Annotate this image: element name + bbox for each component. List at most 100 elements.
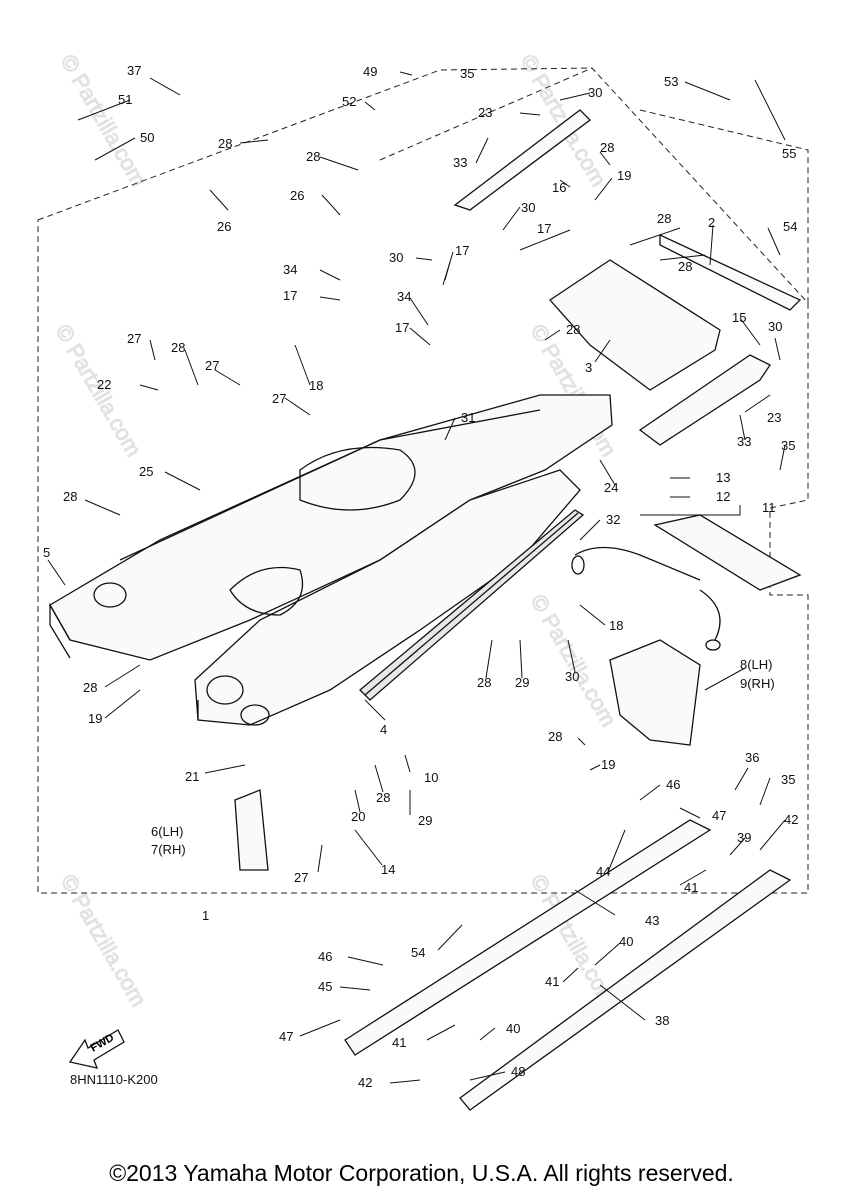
watermark: © Partzilla.com — [516, 50, 612, 191]
callout-33: 33 — [453, 155, 467, 170]
callout-30: 30 — [565, 669, 579, 684]
callout-28: 28 — [678, 259, 692, 274]
watermark: © Partzilla.com — [526, 590, 622, 731]
callout-41: 41 — [392, 1035, 406, 1050]
callout-8-lh: 8(LH) — [740, 657, 773, 672]
callout-48: 48 — [511, 1064, 525, 1079]
callout-28: 28 — [477, 675, 491, 690]
callout-21: 21 — [185, 769, 199, 784]
callout-18: 18 — [309, 378, 323, 393]
callout-28: 28 — [63, 489, 77, 504]
callout-37: 37 — [127, 63, 141, 78]
callout-46: 46 — [666, 777, 680, 792]
callout-10: 10 — [424, 770, 438, 785]
callout-23: 23 — [478, 105, 492, 120]
callout-labels: 37 51 50 49 35 52 30 53 23 55 28 28 33 2… — [43, 63, 798, 1090]
top-plates — [453, 109, 802, 391]
callout-19: 19 — [617, 168, 631, 183]
callout-42: 42 — [358, 1075, 372, 1090]
callout-18: 18 — [609, 618, 623, 633]
diagram-code: 8HN1110-K200 — [70, 1072, 158, 1087]
callout-30: 30 — [588, 85, 602, 100]
rear-bracket — [638, 354, 771, 446]
callout-28: 28 — [171, 340, 185, 355]
callout-16: 16 — [552, 180, 566, 195]
callout-20: 20 — [351, 809, 365, 824]
callout-36: 36 — [745, 750, 759, 765]
callout-55: 55 — [782, 146, 796, 161]
callout-38: 38 — [655, 1013, 669, 1028]
callout-22: 22 — [97, 377, 111, 392]
callout-25: 25 — [139, 464, 153, 479]
callout-26: 26 — [217, 219, 231, 234]
callout-17: 17 — [455, 243, 469, 258]
tube-assembly — [571, 514, 802, 651]
callout-28: 28 — [566, 322, 580, 337]
callout-27: 27 — [272, 391, 286, 406]
callout-28: 28 — [376, 790, 390, 805]
callout-35: 35 — [781, 772, 795, 787]
callout-54: 54 — [411, 945, 425, 960]
callout-9-rh: 9(RH) — [740, 676, 775, 691]
callout-40: 40 — [506, 1021, 520, 1036]
callout-27: 27 — [127, 331, 141, 346]
callout-45: 45 — [318, 979, 332, 994]
callout-40: 40 — [619, 934, 633, 949]
callout-52: 52 — [342, 94, 356, 109]
callout-7-rh: 7(RH) — [151, 842, 186, 857]
callout-30: 30 — [389, 250, 403, 265]
callout-39: 39 — [737, 830, 751, 845]
chassis-frame — [49, 394, 613, 726]
callout-29: 29 — [418, 813, 432, 828]
copyright-notice: ©2013 Yamaha Motor Corporation, U.S.A. A… — [109, 1160, 734, 1186]
callout-26: 26 — [290, 188, 304, 203]
callout-28: 28 — [218, 136, 232, 151]
watermark: © Partzilla.com — [56, 870, 152, 1011]
callout-28: 28 — [657, 211, 671, 226]
callout-17: 17 — [395, 320, 409, 335]
callout-13: 13 — [716, 470, 730, 485]
callout-46: 46 — [318, 949, 332, 964]
callout-17: 17 — [537, 221, 551, 236]
callout-2: 2 — [708, 215, 715, 230]
fwd-arrow-icon: FWD — [68, 1029, 125, 1069]
callout-1: 1 — [202, 908, 209, 923]
callout-28: 28 — [306, 149, 320, 164]
callout-29: 29 — [515, 675, 529, 690]
callout-53: 53 — [664, 74, 678, 89]
leader-lines — [47, 71, 786, 1084]
callout-5: 5 — [43, 545, 50, 560]
callout-28: 28 — [548, 729, 562, 744]
callout-47: 47 — [712, 808, 726, 823]
callout-24: 24 — [604, 480, 618, 495]
callout-6-lh: 6(LH) — [151, 824, 184, 839]
callout-49: 49 — [363, 64, 377, 79]
side-plate — [609, 639, 701, 746]
callout-50: 50 — [140, 130, 154, 145]
callout-15: 15 — [732, 310, 746, 325]
callout-12: 12 — [716, 489, 730, 504]
callout-42: 42 — [784, 812, 798, 827]
callout-4: 4 — [380, 722, 387, 737]
callout-54: 54 — [783, 219, 797, 234]
callout-23: 23 — [767, 410, 781, 425]
callout-3: 3 — [585, 360, 592, 375]
callout-34: 34 — [397, 289, 411, 304]
callout-35: 35 — [460, 66, 474, 81]
callout-19: 19 — [601, 757, 615, 772]
lower-plate — [234, 789, 269, 871]
callout-28: 28 — [83, 680, 97, 695]
callout-27: 27 — [294, 870, 308, 885]
callout-17: 17 — [283, 288, 297, 303]
callout-44: 44 — [596, 864, 610, 879]
callout-31: 31 — [461, 410, 475, 425]
callout-41: 41 — [684, 880, 698, 895]
assembly-outline — [37, 67, 809, 894]
callout-28: 28 — [600, 140, 614, 155]
callout-11: 11 — [762, 500, 776, 515]
callout-33: 33 — [737, 434, 751, 449]
callout-30: 30 — [768, 319, 782, 334]
callout-27: 27 — [205, 358, 219, 373]
callout-43: 43 — [645, 913, 659, 928]
